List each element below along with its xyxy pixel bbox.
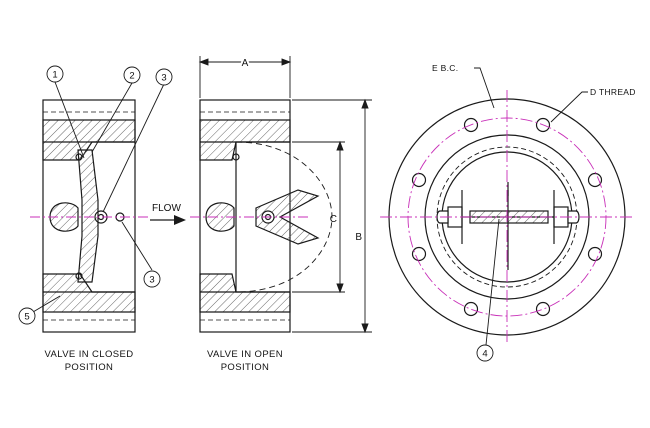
closed-disc [77,149,99,283]
end-view-centerlines [380,90,634,345]
bolt-hole [463,117,479,133]
dimension-b-label: B [355,232,362,243]
bolt-holes [411,117,603,317]
balloon-1-label: 1 [52,70,57,81]
open-disc [255,189,320,245]
balloon-3-bottom [143,270,161,288]
bolt-hole [411,246,427,262]
balloon-5 [18,307,36,325]
closed-position-view [42,99,136,333]
bolt-hole [587,172,603,188]
thread-leader [550,91,588,123]
balloon-4-leader [485,218,500,346]
open-body-outline [199,99,291,333]
bolt-hole [463,301,479,317]
bolt-hole [535,117,551,133]
closed-balloons [18,65,173,325]
balloon-1 [46,65,64,83]
balloon-3-top [155,68,173,86]
balloon-2 [123,66,141,84]
closed-caption-line1: VALVE IN CLOSED [44,349,133,360]
open-caption-line2: POSITION [221,362,270,373]
open-caption-line1: VALVE IN OPEN [207,349,283,360]
open-bottom-wall [199,273,291,313]
dimension-c-label: C [330,214,337,225]
balloon-3-top-label: 3 [161,73,166,84]
balloon-2-label: 2 [129,71,134,82]
flow-label: FLOW [152,203,181,214]
closed-seal-top [75,153,83,161]
balloon-4 [476,344,494,362]
dimension-c [292,140,345,294]
open-position-view [199,99,333,333]
flow-arrowhead [174,215,186,225]
bolt-hole [535,301,551,317]
dimension-b [292,98,372,334]
closed-body-outline [42,99,136,333]
pin-head-right [567,210,580,224]
note-leaders [474,67,588,346]
balloon-5-label: 5 [24,312,29,323]
closed-caption-line2: POSITION [65,362,114,373]
closed-spring-boss [49,202,79,232]
balloon-3-bottom-label: 3 [149,275,154,286]
open-top-wall [199,119,291,161]
closed-seal-bottom [75,272,83,280]
open-seal-top [232,153,240,161]
balloon-4-label: 4 [482,349,487,360]
bolt-hole [411,172,427,188]
dimension-a [198,56,292,98]
open-swing-arc [235,141,333,293]
thread-note: D THREAD [590,87,636,97]
bolt-circle-leader [474,67,495,109]
dimension-a-label: A [242,58,249,69]
bolt-circle-note: E B.C. [432,63,458,73]
bolt-hole [587,246,603,262]
